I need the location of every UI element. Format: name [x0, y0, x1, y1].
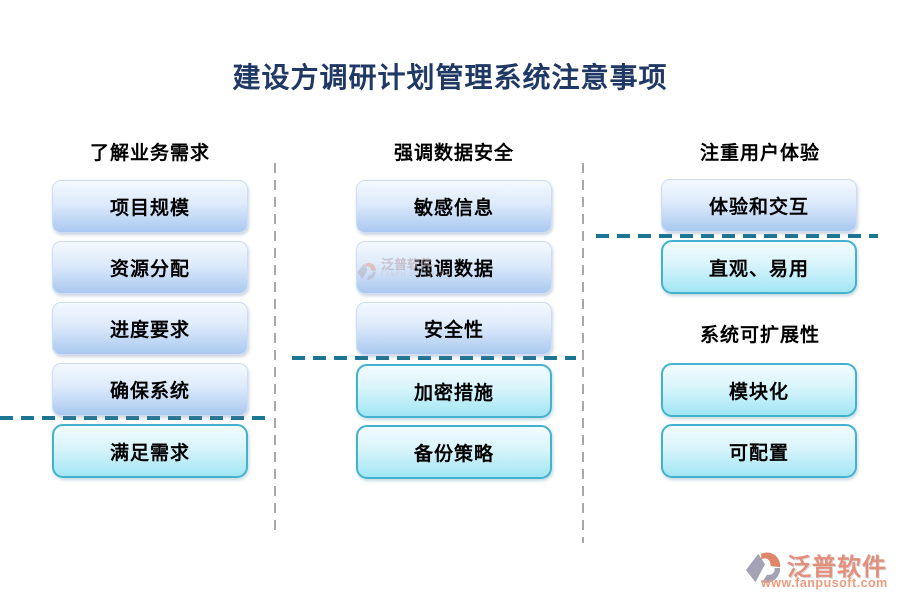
box-project-scale: 项目规模: [52, 180, 248, 233]
box-sensitive-information: 敏感信息: [356, 180, 552, 233]
column-header-business-needs: 了解业务需求: [89, 143, 210, 164]
fanpu-logo-url: www.fanpusoft.com: [761, 576, 888, 590]
dashed-line-right-column: [596, 234, 878, 238]
box-experience-interaction: 体验和交互: [661, 179, 857, 232]
box-intuitive-easy-use: 直观、易用: [661, 240, 857, 294]
column-divider-left: [274, 163, 276, 530]
box-progress-requirements: 进度要求: [52, 302, 248, 355]
column-header-user-experience: 注重用户体验: [699, 143, 820, 164]
dashed-line-left-column: [0, 416, 268, 420]
box-security: 安全性: [356, 302, 552, 355]
box-resource-allocation: 资源分配: [52, 241, 248, 294]
column-header-scalability: 系统可扩展性: [699, 325, 820, 346]
box-backup-strategy: 备份策略: [356, 425, 552, 479]
box-modular: 模块化: [661, 363, 857, 417]
box-emphasize-data: 强调数据: [356, 241, 552, 294]
column-header-data-security: 强调数据安全: [393, 143, 514, 164]
box-configurable: 可配置: [661, 424, 857, 478]
box-encryption-measures: 加密措施: [356, 364, 552, 418]
box-ensure-system: 确保系统: [52, 363, 248, 416]
box-meet-needs: 满足需求: [52, 424, 248, 478]
column-divider-right: [582, 163, 584, 543]
fanpu-logo-icon: [745, 552, 781, 583]
page-title: 建设方调研计划管理系统注意事项: [232, 62, 668, 93]
dashed-line-middle-column: [292, 356, 576, 360]
fanpu-logo-name: 泛普软件: [787, 554, 887, 581]
